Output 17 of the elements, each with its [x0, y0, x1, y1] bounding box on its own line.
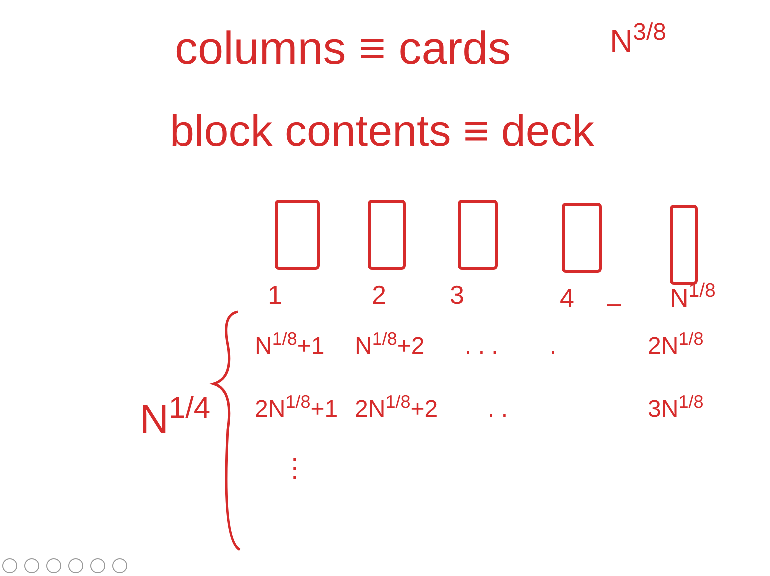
handwritten-text: columns ≡ cards — [175, 25, 512, 71]
handwritten-text: block contents ≡ deck — [170, 110, 594, 154]
card-box — [368, 200, 406, 270]
handwritten-text: 4 — [560, 285, 574, 311]
card-box — [275, 200, 320, 270]
handwritten-text: – — [607, 290, 622, 316]
handwritten-text: N$^{3/8}$ — [610, 25, 666, 57]
handwritten-text: . — [550, 335, 557, 359]
handwritten-text: ⋮ — [282, 455, 308, 481]
handwritten-text: 1 — [268, 282, 282, 308]
handwritten-text: 3 — [450, 282, 464, 308]
handwritten-text: N$^{1/8}$ — [670, 285, 716, 311]
handwritten-text: . . . — [465, 335, 498, 359]
card-box — [562, 203, 602, 273]
handwritten-text: 2 — [372, 282, 386, 308]
handwritten-text: . . — [488, 398, 508, 422]
card-box — [458, 200, 498, 270]
